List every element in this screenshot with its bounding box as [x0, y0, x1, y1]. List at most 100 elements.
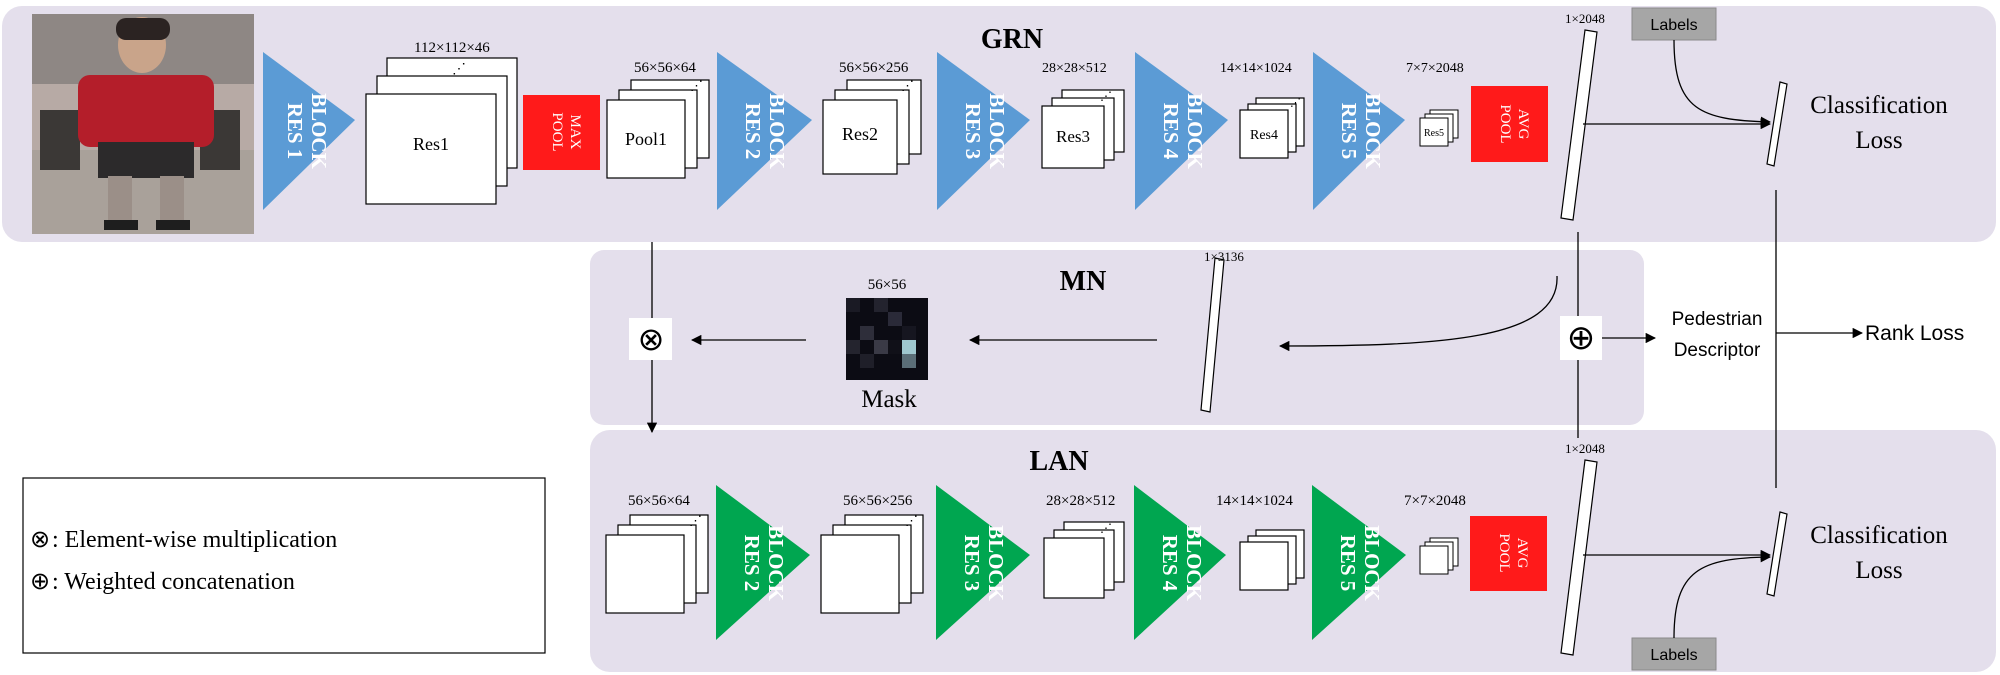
concat-operator-box [1560, 316, 1602, 360]
grn-pool1-dim: 56×56×64 [634, 60, 696, 76]
descriptor-line2: Descriptor [1674, 340, 1761, 361]
grn-res3-featuremap: ⋰ Res3 [1041, 89, 1125, 169]
grn-labels-text: Labels [1650, 17, 1697, 34]
grn-res4-block: RES 4 BLOCK [1135, 52, 1228, 210]
legend-mult-icon: ⊗ [30, 527, 50, 553]
grn-maxpool: MAX POOL [523, 95, 600, 170]
grn-res4-map-label: Res4 [1250, 128, 1278, 143]
grn-res3-block: RES 3 BLOCK [937, 52, 1030, 210]
lan-res5-featuremap [1419, 537, 1459, 575]
svg-text:⋰: ⋰ [1100, 89, 1112, 103]
lan-res4-label-1: RES 4 [1158, 535, 1182, 592]
mask-dim: 56×56 [868, 277, 907, 293]
lan-title: LAN [1029, 446, 1088, 477]
lan-res5-label-1: RES 5 [1336, 535, 1360, 592]
descriptor-line1: Pedestrian [1672, 309, 1763, 330]
grn-classifier-bar [1766, 81, 1788, 167]
grn-res2-block: RES 2 BLOCK [717, 52, 812, 210]
grn-res3-label-1: RES 3 [961, 103, 985, 160]
grn-res3-dim: 28×28×512 [1042, 61, 1107, 76]
lan-res3-featuremap: ⋰ [1043, 521, 1125, 599]
grn-labels-arrow [1673, 39, 1772, 127]
svg-text:⋰: ⋰ [901, 78, 914, 93]
lan-res2-block: RES 2 BLOCK [716, 485, 810, 640]
grn-title: GRN [981, 24, 1043, 55]
grn-feature-vector [1560, 29, 1598, 221]
mn-vec-dim: 1×3136 [1204, 249, 1244, 264]
legend-concat-icon: ⊕ [30, 569, 50, 595]
mult-operator-icon: ⊗ [638, 321, 665, 357]
grn-avgpool-label-2: POOL [1497, 104, 1513, 143]
grn-loss-line2: Loss [1855, 127, 1902, 154]
grn-feat-dim: 1×2048 [1565, 11, 1605, 26]
svg-text:⋰: ⋰ [690, 78, 703, 93]
lan-loss-line1: Classification [1810, 522, 1948, 549]
lan-res2-dim: 56×56×256 [843, 493, 913, 509]
lan-res4-label-2: BLOCK [1182, 525, 1206, 602]
lan-avgpool: AVG POOL [1470, 516, 1547, 591]
grn-res4-dim: 14×14×1024 [1220, 61, 1292, 76]
lan-res3-dim: 28×28×512 [1046, 493, 1115, 509]
svg-text:⋰: ⋰ [689, 513, 702, 528]
grn-avgpool-label-1: AVG [1515, 109, 1531, 140]
svg-text:⋰: ⋰ [905, 513, 918, 528]
input-pedestrian-image [32, 14, 254, 234]
lan-avgpool-label-2: POOL [1496, 533, 1512, 572]
lan-loss-line2: Loss [1855, 557, 1902, 584]
lan-res2-label-1: RES 2 [740, 535, 764, 592]
grn-res2-dim: 56×56×256 [839, 60, 909, 76]
grn-res3-map-label: Res3 [1056, 127, 1090, 146]
grn-pool1-map-label: Pool1 [625, 129, 667, 149]
lan-res5-label-2: BLOCK [1360, 525, 1384, 602]
mn-vector [1200, 257, 1225, 413]
lan-labels-box [1631, 637, 1717, 671]
lan-feature-vector [1560, 459, 1598, 656]
grn-to-mn-arrow [1278, 275, 1558, 352]
lan-input-featuremap: ⋰ [605, 513, 709, 614]
mn-panel [590, 250, 1644, 425]
grn-res1-block: RES 1 BLOCK [263, 52, 355, 210]
lan-res5-block: RES 5 BLOCK [1312, 485, 1406, 640]
rank-loss-label: Rank Loss [1865, 322, 1964, 345]
grn-res5-label-2: BLOCK [1361, 93, 1385, 170]
svg-text:⋰: ⋰ [1100, 521, 1112, 535]
grn-res1-dim: 112×112×46 [414, 40, 490, 56]
lan-avgpool-label-1: AVG [1514, 538, 1530, 569]
svg-text:⋰: ⋰ [1290, 97, 1301, 109]
grn-res1-label-1: RES 1 [283, 103, 307, 160]
legend-concat-text: : Weighted concatenation [52, 569, 295, 595]
lan-res4-block: RES 4 BLOCK [1134, 485, 1226, 640]
grn-res2-featuremap: ⋰ Res2 [822, 78, 922, 175]
concat-operator-icon: ⊕ [1567, 320, 1596, 357]
grn-res4-label-1: RES 4 [1159, 103, 1183, 160]
dots: ⋰ [452, 62, 466, 77]
legend-box [22, 477, 546, 654]
grn-res1-label-2: BLOCK [307, 93, 331, 170]
lan-labels-text: Labels [1650, 647, 1697, 664]
lan-res3-label-2: BLOCK [984, 525, 1008, 602]
mn-title: MN [1060, 266, 1107, 297]
grn-res2-label-2: BLOCK [765, 93, 789, 170]
grn-res2-label-1: RES 2 [741, 103, 765, 160]
grn-res1-featuremap: ⋰ Res1 [365, 57, 518, 205]
lan-res5-dim: 7×7×2048 [1404, 493, 1466, 509]
grn-avgpool: AVG POOL [1471, 86, 1548, 162]
lan-res4-featuremap [1239, 529, 1305, 591]
grn-maxpool-label-2: POOL [549, 112, 565, 151]
lan-res4-dim: 14×14×1024 [1216, 493, 1293, 509]
lan-input-dim: 56×56×64 [628, 493, 690, 509]
grn-res5-block: RES 5 BLOCK [1313, 52, 1405, 210]
grn-maxpool-label-1: MAX [567, 114, 583, 149]
lan-labels-arrow [1673, 551, 1772, 639]
lan-res2-label-2: BLOCK [764, 525, 788, 602]
mask-label: Mask [861, 386, 917, 413]
grn-res5-map-label: Res5 [1424, 128, 1444, 139]
lan-res3-block: RES 3 BLOCK [936, 485, 1030, 640]
grn-res5-featuremap: Res5 [1419, 109, 1459, 147]
grn-res2-map-label: Res2 [842, 124, 878, 144]
lan-feat-dim: 1×2048 [1565, 441, 1605, 456]
grn-loss-line1: Classification [1810, 92, 1948, 119]
lan-classifier-bar [1766, 511, 1788, 597]
grn-res5-dim: 7×7×2048 [1406, 61, 1464, 76]
